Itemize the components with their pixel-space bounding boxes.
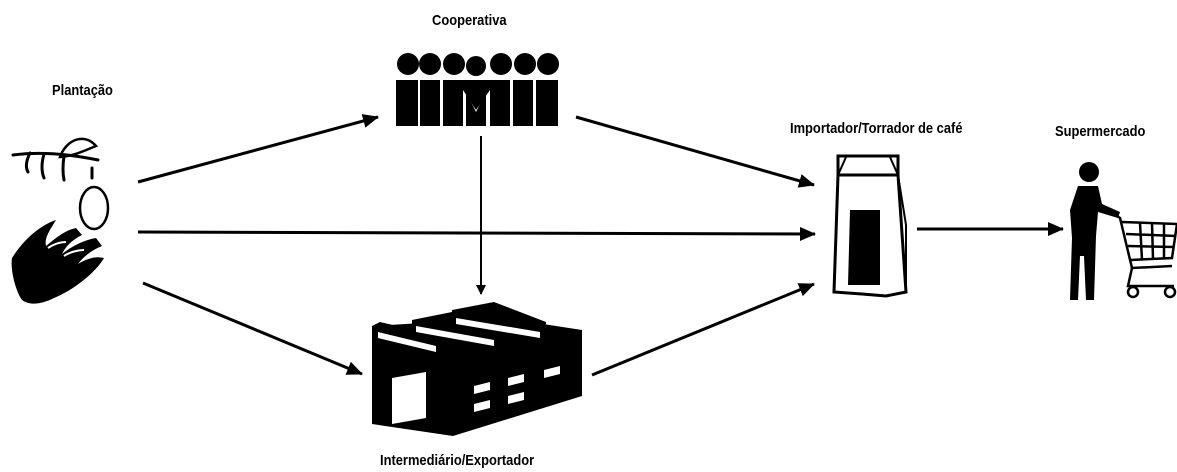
importer-label: Importador/Torrador de café <box>790 120 963 137</box>
cooperative-label: Cooperativa <box>432 12 507 29</box>
people-group-icon <box>396 53 559 126</box>
edge-cooperative-importer <box>575 115 815 188</box>
intermediary-label: Intermediário/Exportador <box>380 452 535 469</box>
edge-plantation-intermediary <box>142 281 363 376</box>
edge-plantation-cooperative <box>137 114 379 184</box>
edges <box>137 114 1064 377</box>
coffee-bag-icon <box>832 154 908 298</box>
edge-intermediary-importer <box>591 282 815 377</box>
supermarket-label: Supermercado <box>1055 123 1146 140</box>
edge-plantation-importer <box>137 226 816 241</box>
factory-icon <box>372 302 582 436</box>
shopper-cart-icon <box>1070 162 1177 300</box>
plantation-label: Plantação <box>52 82 113 99</box>
plant-hand-icon <box>11 137 110 304</box>
